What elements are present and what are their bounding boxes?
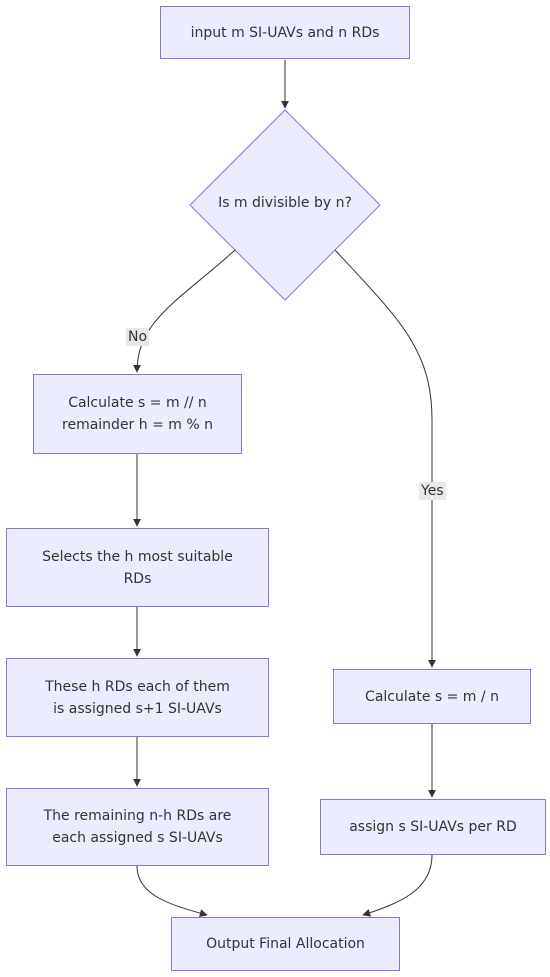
edge-remaining-to-output xyxy=(136,865,208,917)
edge-label-yes: Yes xyxy=(419,482,446,500)
input-node[interactable]: input m SI-UAVs and n RDs xyxy=(160,6,410,59)
assign-extra-node[interactable]: These h RDs each of them is assigned s+1… xyxy=(6,658,269,737)
select-rds-node[interactable]: Selects the h most suitable RDs xyxy=(6,528,269,607)
edge-label-no: No xyxy=(126,328,150,346)
assign-equal-node[interactable]: assign s SI-UAVs per RD xyxy=(320,799,546,855)
assign-remaining-node[interactable]: The remaining n-h RDs are each assigned … xyxy=(6,788,269,866)
output-node[interactable]: Output Final Allocation xyxy=(171,917,400,971)
edge-assign-equal-to-output xyxy=(362,854,433,917)
edge-decision-no xyxy=(133,249,236,373)
decision-diamond[interactable] xyxy=(189,109,381,301)
decision-label: Is m divisible by n? xyxy=(218,195,352,211)
calc-remainder-node[interactable]: Calculate s = m // n remainder h = m % n xyxy=(33,374,242,454)
calc-divisible-node[interactable]: Calculate s = m / n xyxy=(333,669,531,724)
edge-decision-yes xyxy=(334,249,436,668)
